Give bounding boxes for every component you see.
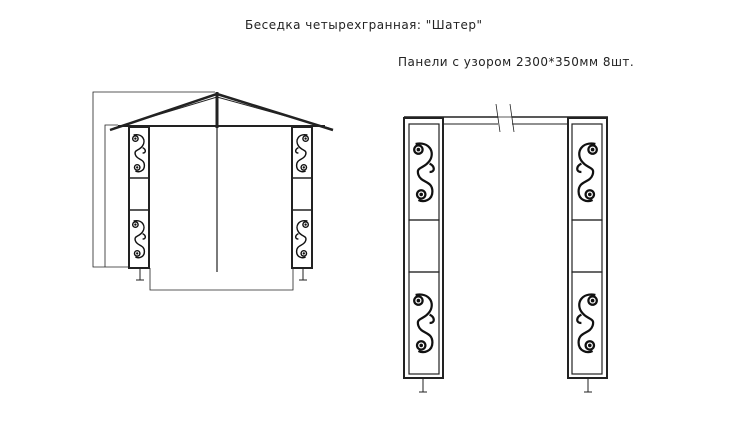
panel-scroll-ornaments	[412, 142, 599, 354]
panel-spec-label: Панели с узором 2300*350мм 8шт.	[398, 55, 635, 69]
left-scroll-ornaments	[131, 133, 310, 259]
drawing-title: Беседка четырехгранная: "Шатер"	[245, 18, 483, 32]
panel-drawing	[403, 103, 608, 393]
gazebo-elevation	[92, 91, 334, 291]
